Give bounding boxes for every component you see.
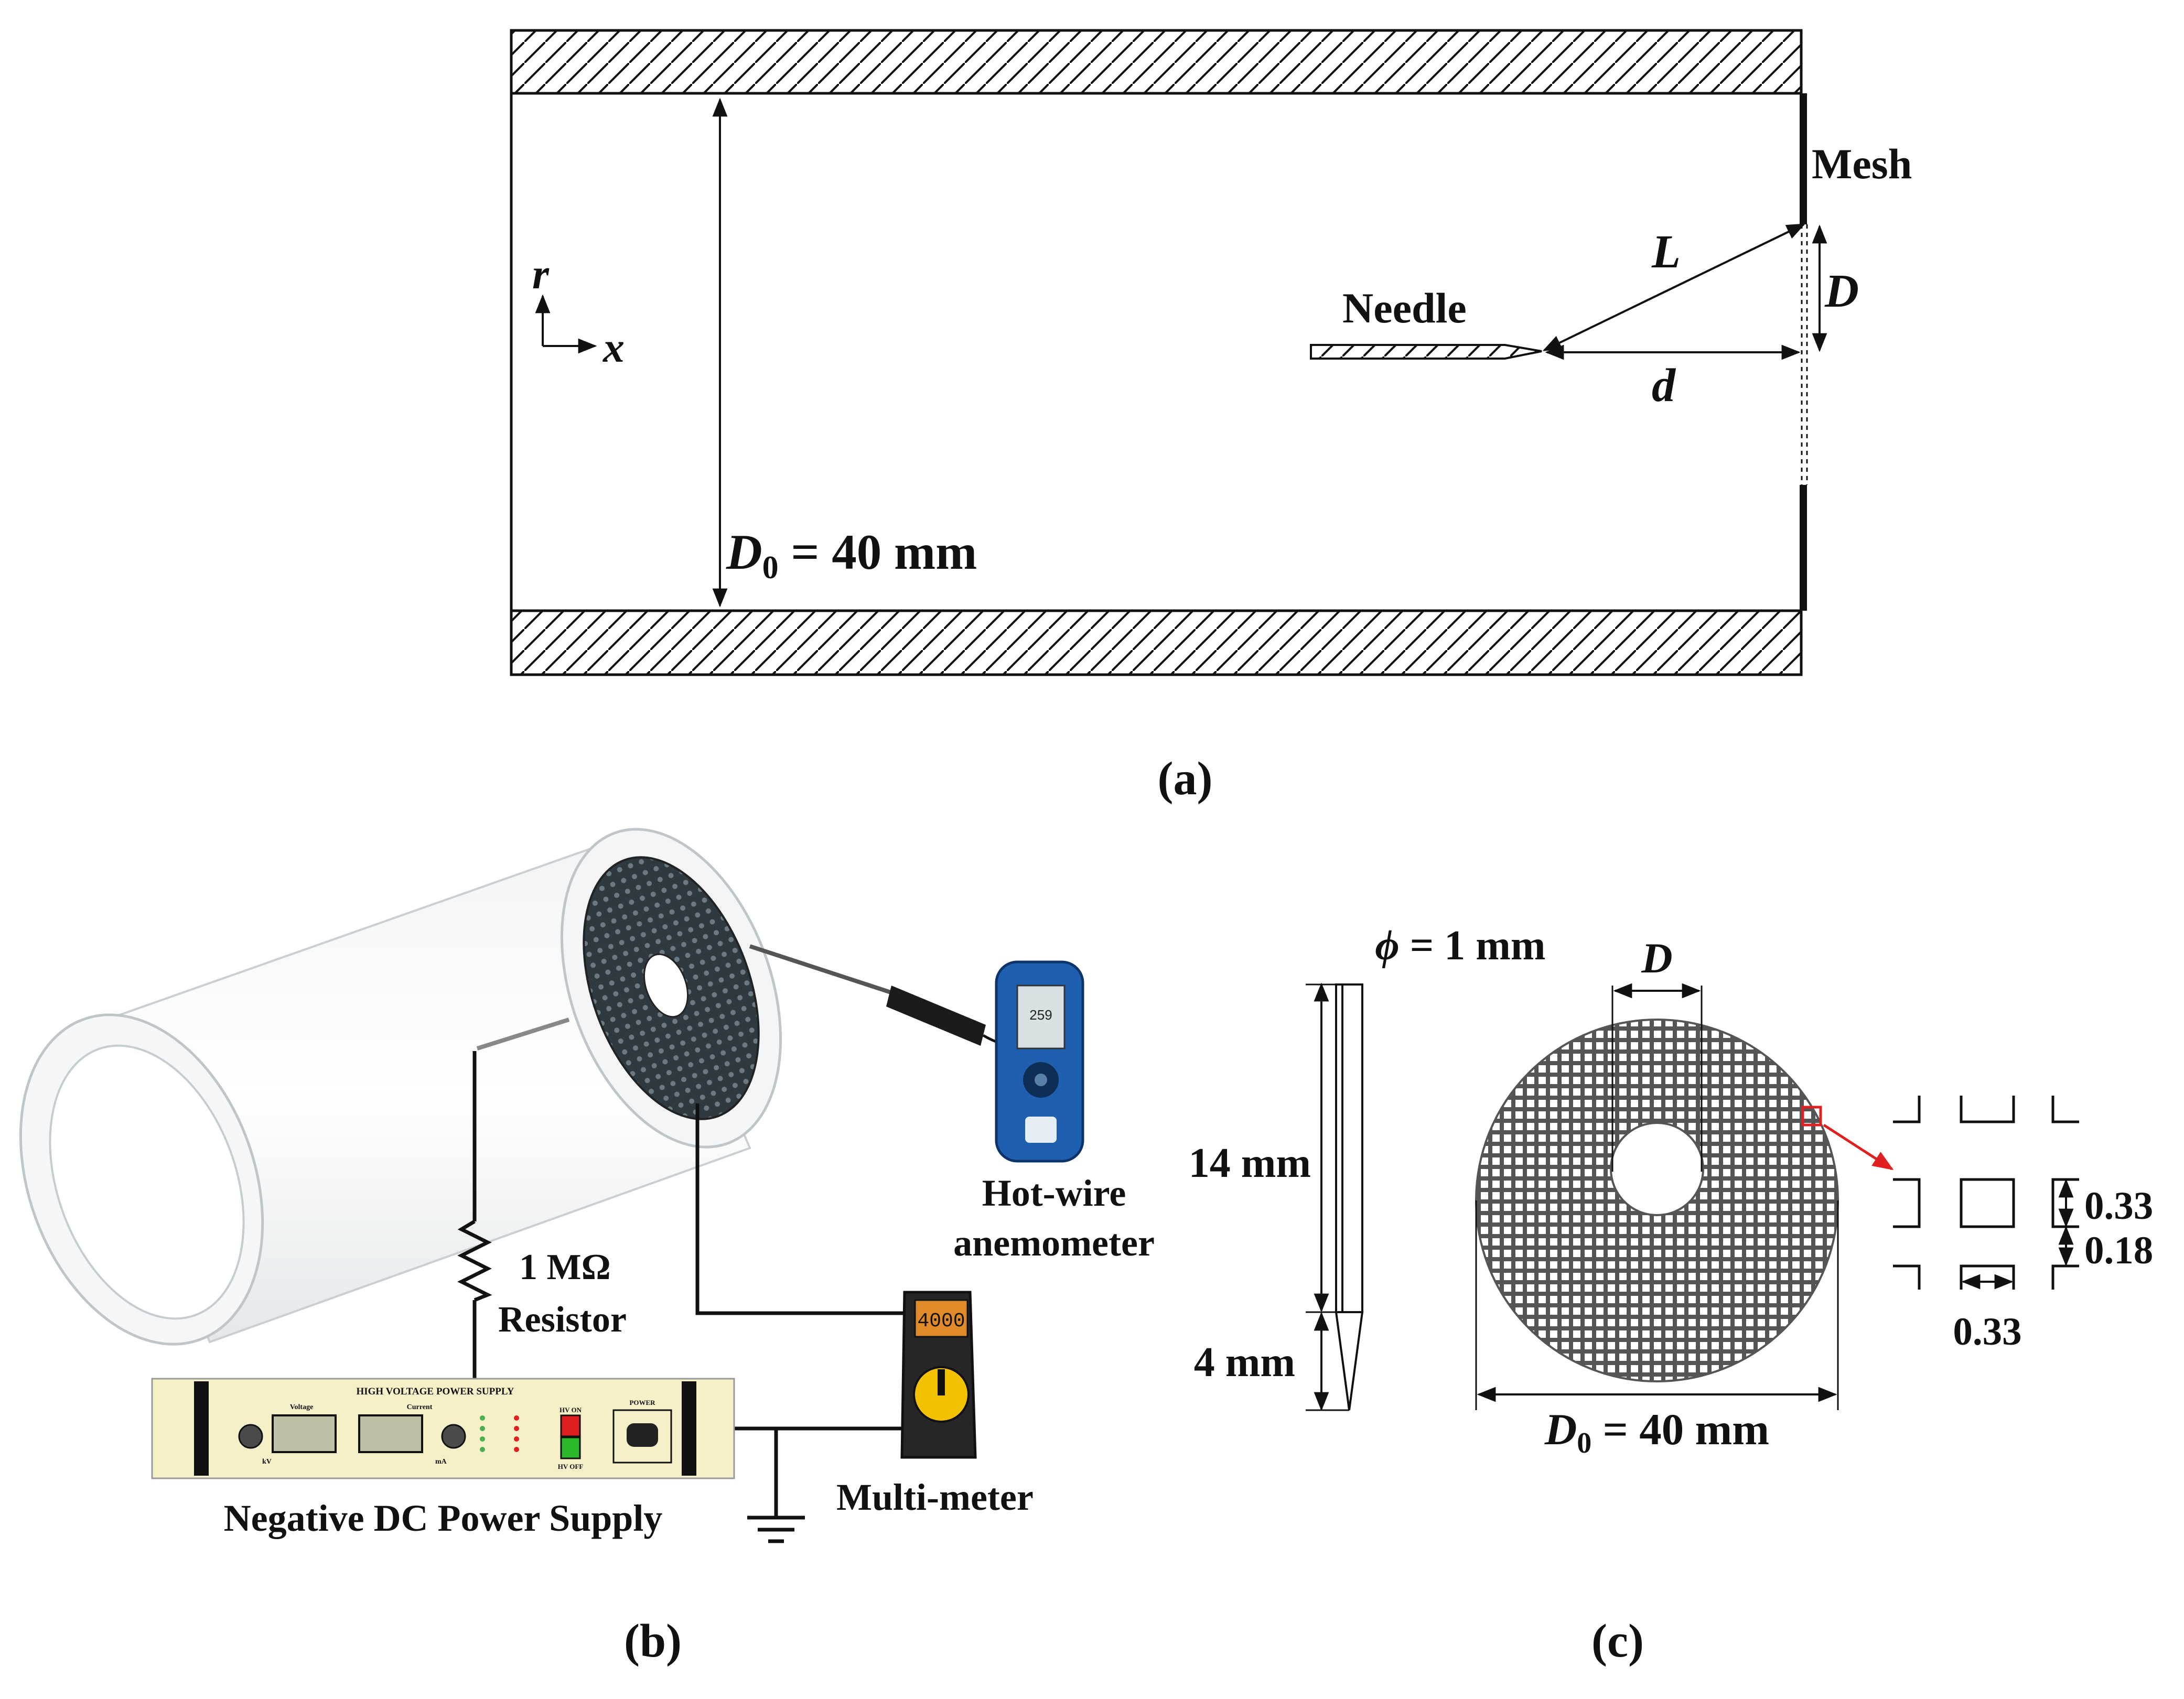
anemometer-display: 259: [1029, 1007, 1052, 1023]
dim-033-vertical-label: 0.33: [2084, 1184, 2153, 1228]
panel-c-caption: (c): [1591, 1615, 1644, 1667]
hot-wire-anemometer-device: 259: [995, 960, 1084, 1163]
wiring: [472, 1051, 915, 1518]
axis-x-label: x: [603, 323, 625, 371]
d-label: d: [1652, 360, 1676, 412]
anemometer-label-1: Hot-wire: [982, 1172, 1126, 1214]
ps-title: HIGH VOLTAGE POWER SUPPLY: [356, 1386, 514, 1397]
resistor-label-value: 1 MΩ: [519, 1247, 611, 1287]
power-supply-unit: HIGH VOLTAGE POWER SUPPLY Voltage Curren…: [151, 1378, 735, 1479]
magnify-marker: [1801, 1106, 1822, 1127]
mesh-disk-3d: [583, 856, 760, 1120]
ground-symbol: [747, 1516, 805, 1543]
multimeter-display: 4000: [917, 1310, 965, 1333]
needle: [1310, 344, 1542, 360]
multimeter-device: 4000: [900, 1291, 977, 1459]
len-14mm-label: 14 mm: [1189, 1140, 1311, 1186]
phi-label: ϕ = 1 mm: [1375, 923, 1545, 969]
axis-r-label: r: [532, 250, 550, 298]
panel-b-caption: (b): [624, 1615, 682, 1667]
ps-power-label: POWER: [629, 1399, 655, 1406]
l-distance-line: [1542, 223, 1806, 351]
d0-label-a: D0 = 40 mm: [726, 524, 977, 586]
panel-c: ϕ = 1 mm 14 mm 4 mm D D0 = 40 mm: [1189, 923, 2154, 1667]
mesh-disk-2d: [1475, 1019, 1839, 1382]
power-supply-label: Negative DC Power Supply: [224, 1497, 663, 1539]
ps-ma-label: mA: [435, 1458, 447, 1466]
needle-label: Needle: [1342, 284, 1467, 332]
L-label: L: [1651, 226, 1681, 278]
ps-voltage-label: Voltage: [290, 1403, 314, 1411]
multimeter-label: Multi-meter: [836, 1476, 1034, 1518]
anemometer-label-2: anemometer: [953, 1222, 1155, 1264]
resistor-symbol: [457, 1219, 492, 1302]
ps-current-label: Current: [407, 1403, 433, 1411]
ps-kv-label: kV: [262, 1458, 272, 1466]
panel-a-caption: (a): [1158, 753, 1213, 805]
needle-drawing: [1335, 983, 1364, 1411]
pipe-wall-bottom: [510, 609, 1803, 676]
mesh-label: Mesh: [1812, 140, 1912, 188]
needle-3d: [476, 1018, 570, 1051]
resistor-label-name: Resistor: [498, 1300, 627, 1340]
D-label-a: D: [1824, 265, 1859, 317]
coordinate-axes: [535, 294, 597, 354]
len-4mm-label: 4 mm: [1194, 1339, 1295, 1386]
acrylic-tube: [19, 828, 782, 1346]
D-label-c: D: [1641, 934, 1672, 982]
ps-hv-on: HV ON: [560, 1406, 582, 1414]
mesh-plate: [1800, 93, 1808, 611]
ps-hv-off: HV OFF: [558, 1463, 584, 1470]
d0-label-c: D0 = 40 mm: [1544, 1405, 1769, 1459]
panel-b: 259 HIGH VOLTAGE POWER SUPPLY Vol: [19, 828, 1155, 1667]
panel-a: Mesh Needle L D d r x D0 = 40 mm (a): [510, 29, 1912, 805]
pipe-wall-top: [510, 29, 1803, 95]
magnify-arrow: [1823, 1123, 1894, 1171]
mesh-detail: [1893, 1096, 2079, 1290]
hot-wire-probe: [749, 944, 1023, 1047]
dim-033-horizontal-label: 0.33: [1953, 1310, 2021, 1354]
dim-018-label: 0.18: [2084, 1229, 2153, 1272]
